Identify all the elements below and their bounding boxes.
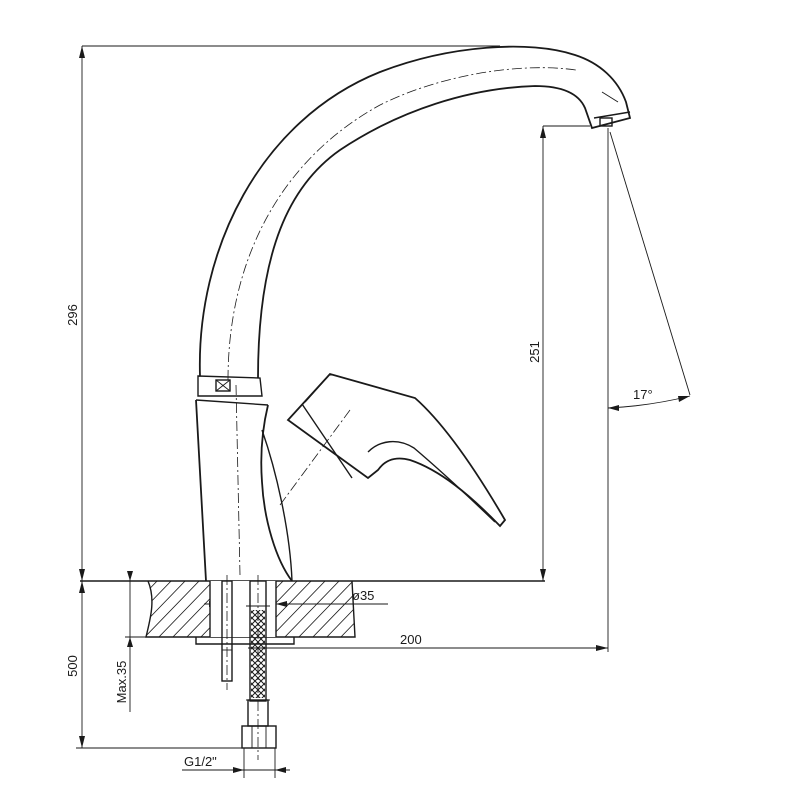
dimension-500: 500 [65,581,243,749]
deck-hatch-line [295,581,355,637]
deck-hatch-line [394,578,454,640]
deck-hatch-line [408,578,468,640]
countertop-section [80,578,545,645]
deck-hatch-line [366,578,426,640]
dimension-label-500: 500 [65,655,80,677]
deck-hatch-line [309,581,355,637]
deck-hatch-line [146,581,203,637]
deck-hatch-line [155,581,217,637]
dimension-296: 296 [65,45,500,581]
dimension-label-g-half-inch: G1/2" [184,754,217,769]
supply-hoses [221,575,277,760]
dimension-label-max-35: Max.35 [114,661,129,704]
deck-hatch-line [380,578,440,640]
dimension-g-half-inch: G1/2" [182,748,290,778]
dimension-251: 251 [527,125,590,581]
deck-hatch-line [146,581,175,637]
dimension-max-35: Max.35 [114,571,146,712]
dimension-200: 200 [248,632,608,651]
deck-hatch-line [146,581,189,637]
swivel-collar [197,375,263,397]
deck-hatch-line [267,581,329,637]
dimension-label-35-diameter: ø35 [352,588,374,603]
dimension-label-17-degrees: 17° [633,387,653,402]
dimension-label-296: 296 [65,304,80,326]
deck-hatch-line [337,581,355,637]
dimension-label-251: 251 [527,341,542,363]
faucet-body [195,384,293,582]
dimension-label-200: 200 [400,632,422,647]
lever-handle [279,372,507,528]
dimension-17-degrees: 17° [607,128,691,652]
swivel-spout [198,45,632,381]
deck-hatch-line [281,581,343,637]
